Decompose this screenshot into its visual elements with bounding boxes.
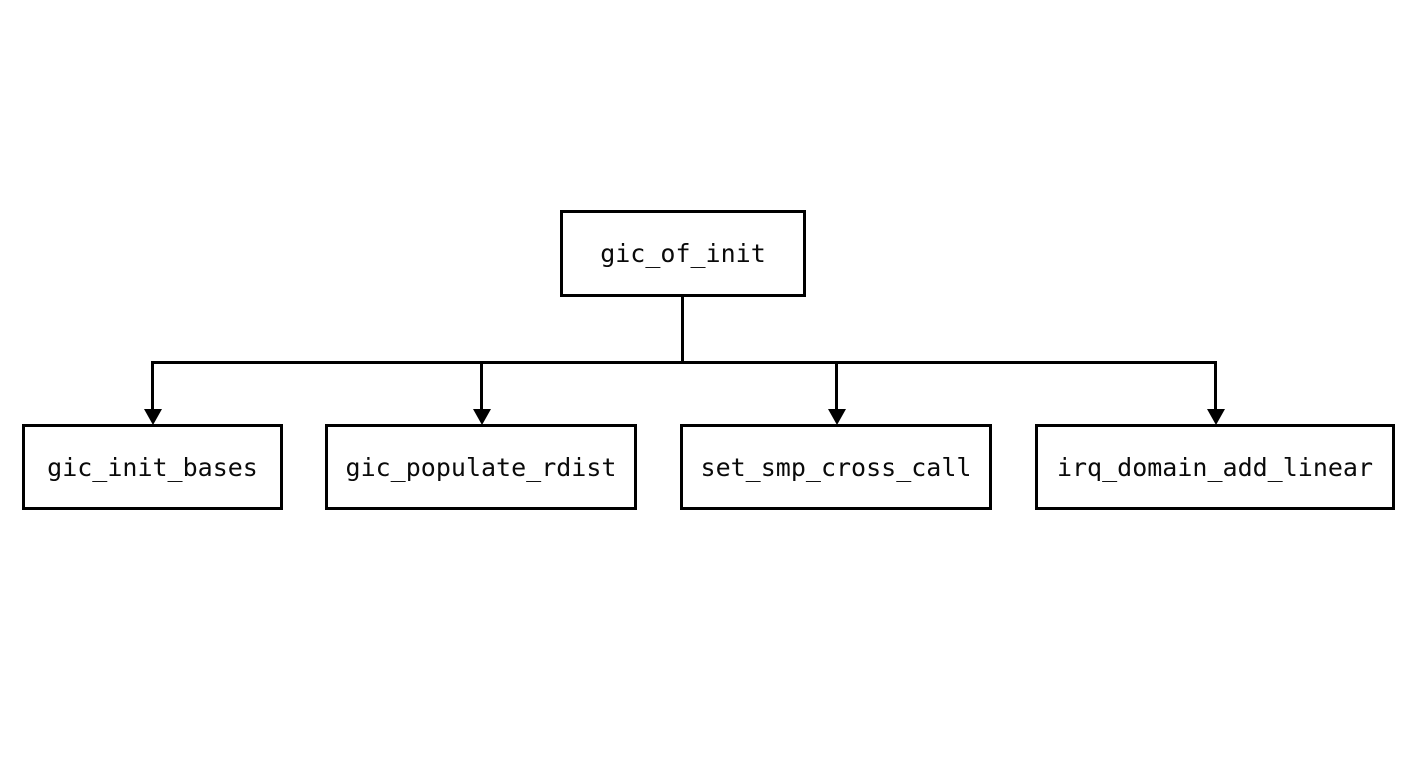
node-gic-populate-rdist: gic_populate_rdist [325,424,637,510]
arrowhead-down-icon [473,409,491,425]
node-label: gic_of_init [600,239,766,268]
node-label: gic_init_bases [47,452,258,482]
node-label: set_smp_cross_call [700,452,972,482]
connector-drop-3 [835,361,838,411]
node-gic-of-init: gic_of_init [560,210,806,297]
arrowhead-down-icon [1207,409,1225,425]
node-irq-domain-add-linear: irq_domain_add_linear [1035,424,1395,510]
arrowhead-down-icon [144,409,162,425]
connector-drop-2 [480,361,483,411]
connector-drop-1 [151,361,154,411]
arrowhead-down-icon [828,409,846,425]
connector-stem [681,295,684,363]
node-label: gic_populate_rdist [345,452,617,482]
node-label: irq_domain_add_linear [1056,452,1374,482]
connector-drop-4 [1214,361,1217,411]
connector-bus [151,361,1217,364]
node-gic-init-bases: gic_init_bases [22,424,283,510]
node-set-smp-cross-call: set_smp_cross_call [680,424,992,510]
